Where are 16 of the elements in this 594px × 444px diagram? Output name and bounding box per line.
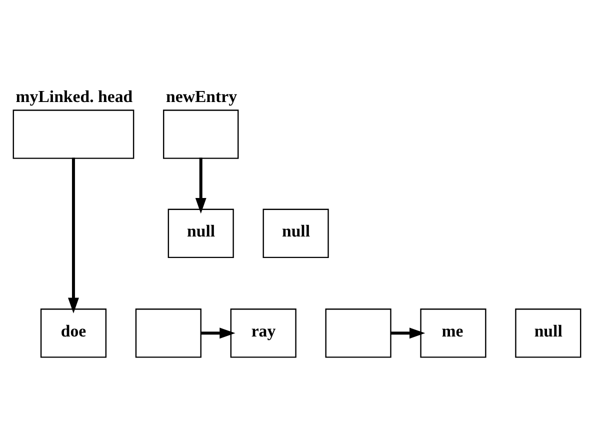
node-label: myLinked. head [16,87,133,106]
node-box: doe [40,308,107,358]
arrow [195,158,206,214]
node-box: null [515,308,582,358]
node-box [12,110,134,159]
node-label: newEntry [166,87,238,106]
arrow [390,328,426,339]
node-box [135,308,202,358]
arrow [68,158,79,314]
node-box [163,110,239,159]
node-box [325,308,392,358]
node-box: null [168,208,234,258]
node-box: me [420,308,486,358]
arrow [201,328,236,339]
node-box: ray [230,308,296,358]
node-box: null [262,208,329,258]
